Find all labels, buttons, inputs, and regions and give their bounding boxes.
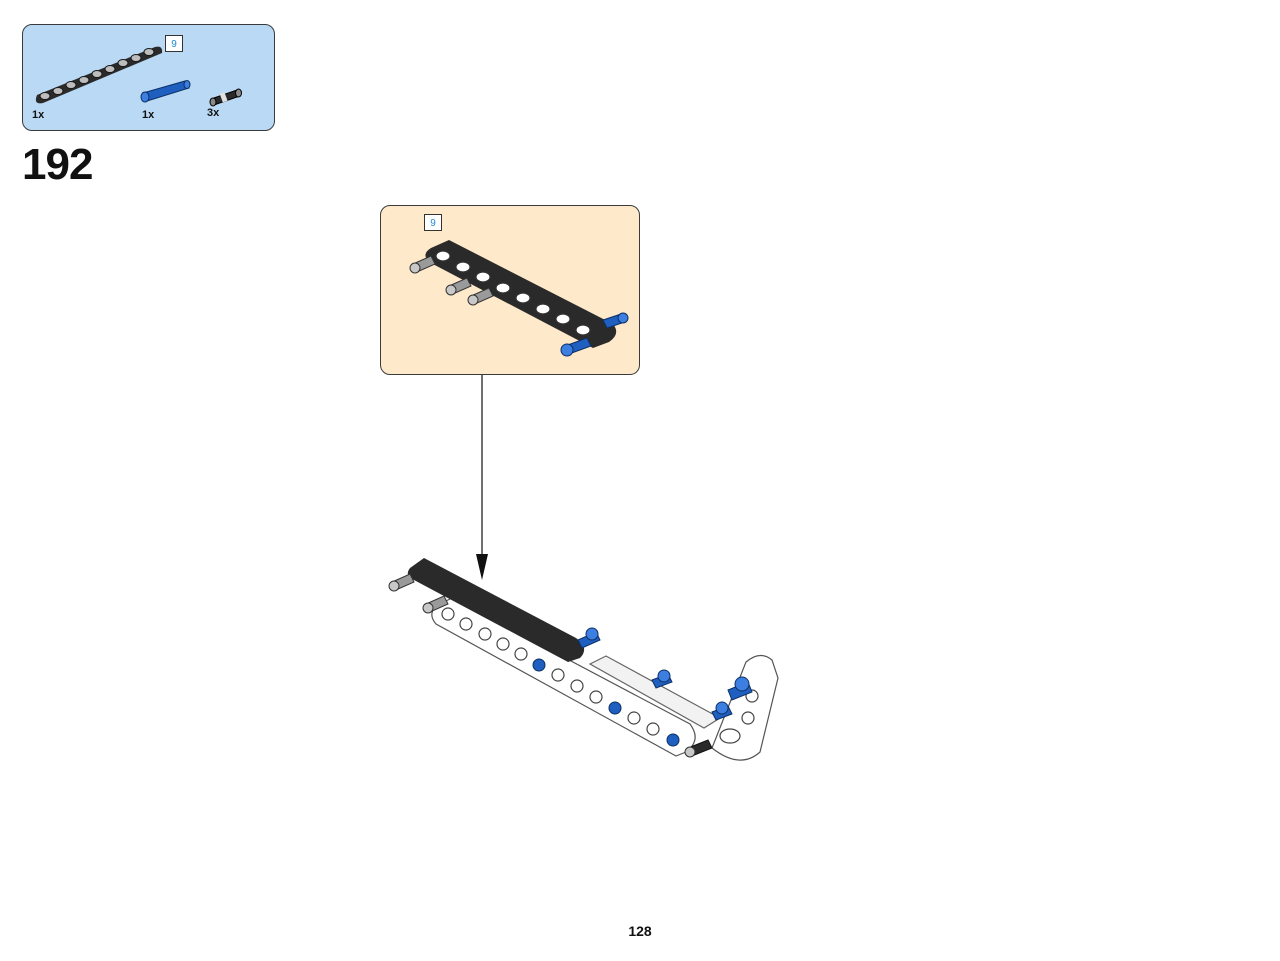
step-number: 192 <box>22 140 93 189</box>
beam-length-badge: 9 <box>165 35 183 52</box>
beam-quantity: 1x <box>32 109 45 121</box>
page-number: 128 <box>628 923 652 939</box>
subassembly-length-badge: 9 <box>424 214 442 231</box>
black-beam <box>407 558 585 662</box>
angle-beam <box>711 654 779 761</box>
beam-part-icon <box>35 46 163 104</box>
blue-pin-part-icon <box>140 80 191 103</box>
blue-pin-icon <box>560 312 629 357</box>
blue-pins <box>577 627 753 721</box>
parts-list-illustration <box>35 46 242 107</box>
blue-pin-quantity: 1x <box>142 109 155 121</box>
black-pin-quantity: 3x <box>207 107 220 119</box>
parts-list-box: 9 1x 1x 3x <box>22 24 275 131</box>
grey-pins <box>388 573 713 758</box>
black-pin-part-icon <box>209 88 242 107</box>
grey-pin-icon <box>409 255 494 306</box>
placement-arrow <box>476 375 488 580</box>
subassembly-illustration <box>409 240 629 357</box>
white-beam <box>431 597 696 757</box>
subassembly-callout: 9 <box>380 205 640 375</box>
